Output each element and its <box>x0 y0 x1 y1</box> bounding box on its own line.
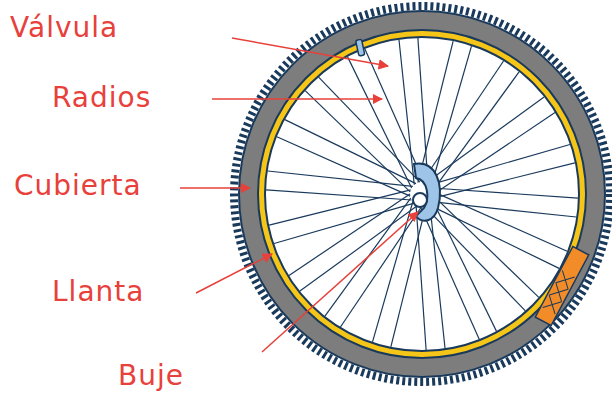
rim <box>258 30 586 358</box>
spoke <box>365 49 424 182</box>
spoke <box>422 61 504 182</box>
spoke <box>428 204 559 268</box>
leader-line <box>262 212 418 352</box>
leader-line <box>212 98 382 100</box>
spokes <box>266 38 578 350</box>
valve <box>356 39 365 56</box>
spoke <box>424 206 525 311</box>
spoke <box>432 200 496 331</box>
spoke <box>434 112 555 194</box>
part-label: Radios <box>52 84 151 112</box>
spoke <box>416 204 426 350</box>
spoke <box>268 171 413 186</box>
leader-lines <box>180 38 418 352</box>
tread <box>234 6 610 382</box>
part-label: Válvula <box>10 14 118 42</box>
part-label: Cubierta <box>14 172 142 200</box>
spoke <box>426 97 544 183</box>
part-label: Llanta <box>52 278 144 306</box>
spoke <box>274 203 414 243</box>
spoke <box>430 145 570 185</box>
part-label: Buje <box>118 362 184 390</box>
spoke <box>340 206 422 327</box>
leader-line <box>180 187 250 189</box>
tire <box>239 11 605 377</box>
spoke <box>434 192 567 251</box>
spoke <box>269 190 411 225</box>
spoke <box>319 77 420 182</box>
axle <box>413 193 427 207</box>
spoke <box>285 120 416 184</box>
spoke <box>277 137 410 196</box>
spoke <box>348 57 412 188</box>
reflector <box>535 246 588 325</box>
spoke <box>433 72 519 190</box>
spoke <box>420 206 479 339</box>
spoke <box>431 202 576 217</box>
spoke <box>432 188 578 198</box>
rim-inner <box>265 37 579 351</box>
spoke <box>300 205 418 291</box>
spoke <box>418 38 428 184</box>
leader-line <box>196 254 272 293</box>
leader-line <box>232 38 388 66</box>
